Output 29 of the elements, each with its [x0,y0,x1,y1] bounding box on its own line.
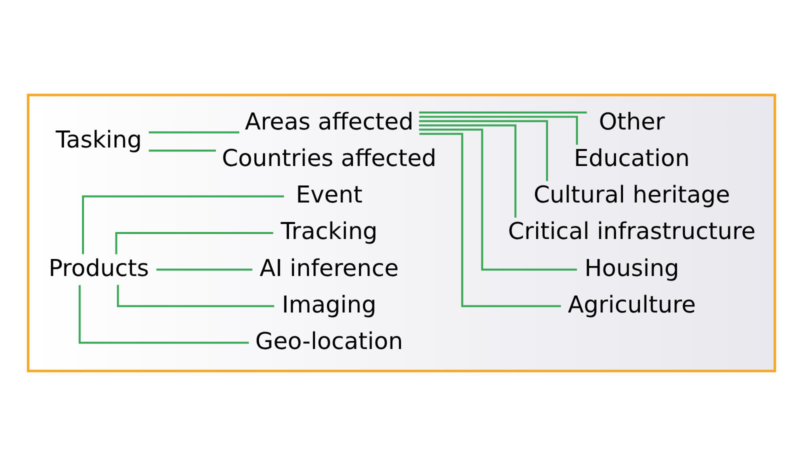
node-text: Products [48,254,150,282]
node-text: Event [296,181,362,208]
node-text: Other [598,108,665,135]
connector [148,130,240,133]
node-text: Imaging [282,290,376,318]
connector [419,115,578,144]
connector [419,132,561,307]
connector [78,284,249,344]
node-text: Geo-location [255,327,404,354]
node-text: Cultural heritage [534,181,730,208]
node-text: Housing [584,254,680,282]
connector [419,111,587,114]
connector [116,284,274,307]
connector [419,128,577,270]
node-text: Countries affected [222,144,436,172]
node-text: Agriculture [568,290,696,318]
node-text: Tasking [56,126,142,154]
node-text: Areas affected [244,108,414,135]
connector [115,232,274,254]
connector [419,124,516,218]
connector [419,120,548,181]
node-text: AI inference [260,254,399,282]
connector [82,194,284,254]
node-text: Critical infrastructure [508,218,756,245]
node-text: Education [574,144,690,172]
cluster [26,93,776,372]
connector [148,149,216,152]
connector [156,268,252,270]
node-text: Tracking [280,218,378,245]
